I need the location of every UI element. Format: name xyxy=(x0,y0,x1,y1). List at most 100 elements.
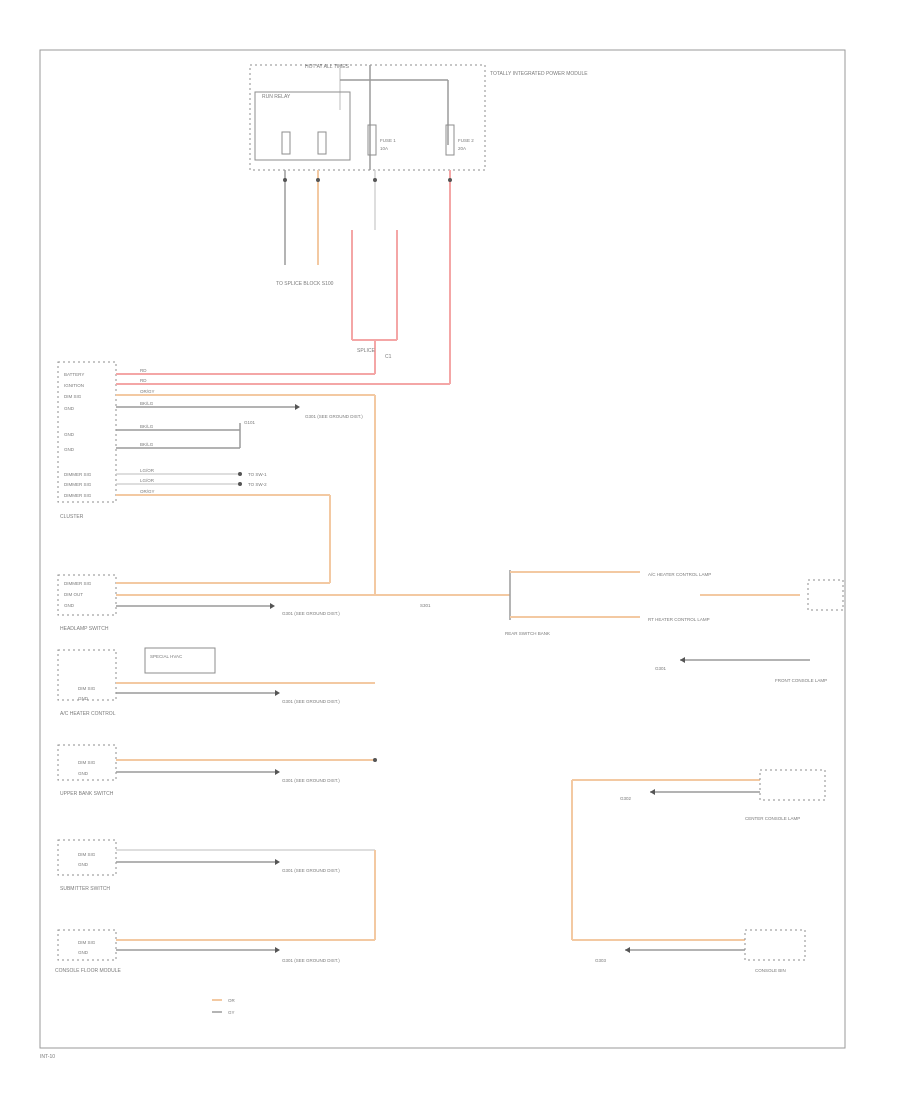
fuse-right-label: FUSE 2 xyxy=(458,138,474,143)
terminal-2 xyxy=(316,178,320,182)
fuse-right-element xyxy=(445,124,455,156)
upper-bank-outline xyxy=(57,744,117,781)
upper-bank-pin-2: GND xyxy=(78,771,89,776)
ac-heater-sub-label: SPECIAL HVAC xyxy=(150,654,183,659)
top-wires: TO SPLICE BLOCK S100 SPLICE C1 xyxy=(276,170,452,380)
cluster-wire-label-8: LG/OR xyxy=(140,478,155,483)
ac-heater-outline xyxy=(57,649,117,701)
rear-switch-bank-label: REAR SWITCH BANK xyxy=(505,631,550,636)
fuse-mid-element xyxy=(367,124,377,156)
console-bin-gnd-arrow xyxy=(625,947,630,953)
rt-heater-lamp-label: RT HEATER CONTROL LAMP xyxy=(648,617,710,622)
headlamp-pin-1: DIMMER SIG xyxy=(64,581,92,586)
cluster-pin-1: BATTERY xyxy=(64,372,84,377)
legend-gray-label: GY xyxy=(228,1010,235,1015)
console-module: CONSOLE FLOOR MODULE DIM SIG GND G301 (S… xyxy=(55,929,375,974)
cluster-wire-label-5: BK/LG xyxy=(140,424,154,429)
cluster: CLUSTER BATTERY IGNITION DIM SIG GND GND… xyxy=(57,361,451,595)
headlamp-pin-3: GND xyxy=(64,603,75,608)
center-console-gnd-arrow xyxy=(650,789,655,795)
run-relay-label: RUN RELAY xyxy=(262,94,291,100)
fuse-block-title: TOTALLY INTEGRATED POWER MODULE xyxy=(490,71,588,77)
cluster-pin-5: GND xyxy=(64,432,75,437)
fuse-left2-element xyxy=(317,131,327,155)
lower-switch-gnd-arrow xyxy=(275,859,280,865)
cluster-branch-label-1: TO SW-1 xyxy=(248,472,267,477)
right-bottom-lamps: CENTER CONSOLE LAMP G302 CONSOLE BIN G30… xyxy=(571,769,826,973)
cluster-pin-8: DIMMER SIG xyxy=(64,482,92,487)
fuse-mid-amp: 10A xyxy=(380,146,388,151)
headlamp-switch-title: HEADLAMP SWITCH xyxy=(60,626,109,632)
cluster-branch-dot-1 xyxy=(238,472,242,476)
upper-bank-switch: UPPER BANK SWITCH DIM SIG GND G301 (SEE … xyxy=(57,744,377,797)
cluster-gnd1-ref: G301 (SEE GROUND DIST.) xyxy=(305,414,363,419)
terminal-1 xyxy=(283,178,287,182)
console-module-pin-1: DIM SIG xyxy=(78,940,96,945)
headlamp-gnd-ref: G301 (SEE GROUND DIST.) xyxy=(282,611,340,616)
ac-heater-lamp-label: A/C HEATER CONTROL LAMP xyxy=(648,572,711,577)
cluster-wire-label-3: OR/GY xyxy=(140,389,155,394)
headlamp-switch-outline xyxy=(57,574,117,616)
cluster-pin-9: DIMMER SIG xyxy=(64,493,92,498)
console-bin-label: CONSOLE BIN xyxy=(755,968,786,973)
lower-switch-gnd-ref: G301 (SEE GROUND DIST.) xyxy=(282,868,340,873)
cluster-wire-label-4: BK/LG xyxy=(140,401,154,406)
cluster-title: CLUSTER xyxy=(60,514,84,520)
cluster-wire-label-7: LG/OR xyxy=(140,468,155,473)
lower-switch-pin-1: DIM SIG xyxy=(78,852,96,857)
cluster-pin-4: GND xyxy=(64,406,75,411)
ac-heater-title: A/C HEATER CONTROL xyxy=(60,711,116,717)
right-gnd-ref-1: G301 xyxy=(655,666,667,671)
center-console-lamp-label: CENTER CONSOLE LAMP xyxy=(745,816,800,821)
headlamp-pin-2: DIM OUT xyxy=(64,592,83,597)
terminal-3 xyxy=(373,178,377,182)
fuse-left-element xyxy=(281,131,291,155)
fuse-block-hot-label: HOT AT ALL TIMES xyxy=(305,64,350,70)
ac-heater-pin-2: GND xyxy=(78,696,89,701)
right-gnd-arrow xyxy=(680,657,685,663)
fuse-right-amp: 20A xyxy=(458,146,466,151)
console-bin-gnd-ref: G303 xyxy=(595,958,607,963)
page-number: INT-10 xyxy=(40,1054,55,1060)
diagram-frame xyxy=(39,49,846,1049)
cluster-gnd-ref: G101 xyxy=(244,420,256,425)
c1-label: C1 xyxy=(385,354,392,360)
cluster-pin-7: DIMMER SIG xyxy=(64,472,92,477)
fuse-block: HOT AT ALL TIMES TOTALLY INTEGRATED POWE… xyxy=(249,64,588,171)
splice-s301-label: S301 xyxy=(420,603,431,608)
run-relay-box xyxy=(254,91,351,161)
fuse-mid-label: FUSE 1 xyxy=(380,138,396,143)
headlamp-switch: HEADLAMP SWITCH DIMMER SIG DIM OUT GND G… xyxy=(57,574,510,632)
lower-switch: SUBMITTER SWITCH DIM SIG GND G301 (SEE G… xyxy=(57,839,376,940)
cluster-branch-dot-2 xyxy=(238,482,242,486)
cluster-pin-3: DIM SIG xyxy=(64,394,82,399)
ac-heater-gnd-ref: G301 (SEE GROUND DIST.) xyxy=(282,699,340,704)
console-module-gnd-arrow xyxy=(275,947,280,953)
center-console-gnd-ref: G302 xyxy=(620,796,632,801)
upper-bank-pin-1: DIM SIG xyxy=(78,760,96,765)
center-console-outline xyxy=(759,769,826,801)
upper-bank-splice-dot xyxy=(373,758,377,762)
ac-heater-gnd-arrow xyxy=(275,690,280,696)
cluster-wire-label-9: OR/GY xyxy=(140,489,155,494)
cluster-pin-2: IGNITION xyxy=(64,383,84,388)
ac-heater-subbox xyxy=(144,647,216,674)
cluster-gnd1-arrow xyxy=(295,404,300,410)
to-splice-label: TO SPLICE BLOCK S100 xyxy=(276,281,334,287)
cluster-pin-6: GND xyxy=(64,447,75,452)
legend-orange-label: OR xyxy=(228,998,236,1003)
lower-switch-outline xyxy=(57,839,117,876)
cluster-wire-label-1: RD xyxy=(140,368,147,373)
terminal-4 xyxy=(448,178,452,182)
lower-switch-title: SUBMITTER SWITCH xyxy=(60,886,110,892)
console-module-gnd-ref: G301 (SEE GROUND DIST.) xyxy=(282,958,340,963)
headlamp-gnd-arrow xyxy=(270,603,275,609)
ac-heater-pin-1: DIM SIG xyxy=(78,686,96,691)
upper-bank-gnd-arrow xyxy=(275,769,280,775)
cluster-outline xyxy=(57,361,117,503)
console-module-pin-2: GND xyxy=(78,950,89,955)
lower-switch-pin-2: GND xyxy=(78,862,89,867)
cluster-branch-label-2: TO SW-2 xyxy=(248,482,267,487)
